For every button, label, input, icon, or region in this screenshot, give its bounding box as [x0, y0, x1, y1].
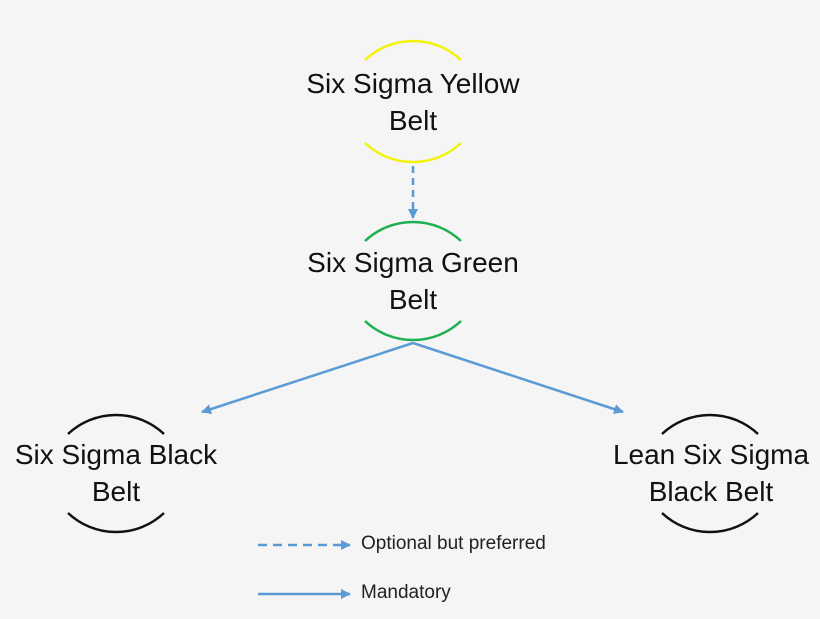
- green-belt-label-line1: Six Sigma Green: [307, 247, 519, 278]
- lean-black-belt-label: Lean Six Sigma Black Belt: [590, 436, 820, 510]
- black-belt-label: Six Sigma Black Belt: [0, 436, 232, 510]
- mandatory-arrow-green-to-black: [201, 341, 414, 414]
- green-belt-arc-bottom: [364, 320, 462, 342]
- yellow-belt-label-line2: Belt: [388, 105, 438, 136]
- lean-black-belt-circle: [661, 413, 759, 534]
- yellow-belt-arc-bottom: [364, 142, 462, 164]
- lean-black-belt-arc-top: [661, 413, 759, 435]
- green-belt-arc-top: [364, 220, 462, 242]
- black-belt-label-line1: Six Sigma Black: [14, 439, 218, 470]
- green-belt-circle: [364, 220, 462, 342]
- black-belt-circle: [67, 413, 165, 534]
- green-belt-label-line2: Belt: [388, 284, 438, 315]
- black-belt-label-line2: Belt: [91, 476, 141, 507]
- lean-black-belt-label-line1: Lean Six Sigma: [612, 439, 810, 470]
- yellow-belt-arc-top: [364, 39, 462, 61]
- yellow-belt-label-line1: Six Sigma Yellow: [306, 68, 520, 99]
- legend-optional-label: Optional but preferred: [361, 533, 546, 554]
- lean-black-belt-arc-bottom: [661, 512, 759, 534]
- lean-black-belt-label-line2: Black Belt: [648, 476, 774, 507]
- black-belt-arc-top: [67, 413, 165, 435]
- yellow-belt-circle: [364, 39, 462, 164]
- mandatory-arrow-green-to-lean: [412, 341, 624, 414]
- yellow-belt-label: Six Sigma Yellow Belt: [263, 65, 563, 139]
- legend-mandatory-label: Mandatory: [361, 582, 451, 603]
- green-belt-label: Six Sigma Green Belt: [263, 244, 563, 318]
- black-belt-arc-bottom: [67, 512, 165, 534]
